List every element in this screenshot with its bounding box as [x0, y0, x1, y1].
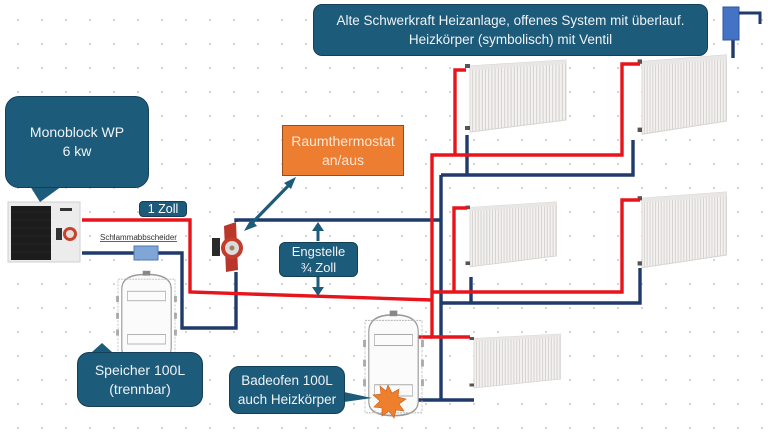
tank-icon: [115, 270, 178, 362]
circulation-pump-icon: [212, 222, 243, 272]
thermostat-mode: an/aus: [321, 151, 365, 168]
bottleneck-callout: Engstelle ¾ Zoll: [279, 242, 358, 277]
heat-pump-callout: Monoblock WP 6 kw: [5, 96, 149, 188]
title-line-1: Alte Schwerkraft Heizanlage, offenes Sys…: [336, 13, 685, 28]
expansion-tank-icon: [722, 6, 762, 41]
radiator-icon: [637, 54, 728, 135]
heat-pump-label: Monoblock WP: [29, 124, 125, 140]
bottleneck-label: Engstelle: [291, 243, 346, 259]
radiator-icon: [465, 201, 557, 268]
bottleneck-size: ¾ Zoll: [300, 259, 337, 275]
sludge-separator-icon: [133, 245, 159, 261]
thermostat-label: Raumthermostat: [291, 132, 395, 149]
pipe-size-tag: 1 Zoll: [139, 201, 187, 217]
double-arrow-icon: [244, 177, 296, 231]
flame-icon: [372, 384, 407, 419]
storage-tank-note: (trennbar): [109, 380, 171, 397]
room-thermostat-box: Raumthermostat an/aus: [282, 125, 404, 176]
radiator-icon: [637, 191, 728, 269]
bath-stove-note: auch Heizkörper: [237, 392, 337, 407]
double-arrow-icon: [312, 222, 324, 296]
heat-pump-icon: [7, 201, 81, 263]
storage-tank-label: Speicher 100L: [94, 361, 186, 378]
radiator-icon: [464, 59, 567, 133]
sludge-separator-label: Schlammabbscheider: [100, 233, 177, 242]
title-callout: Alte Schwerkraft Heizanlage, offenes Sys…: [313, 4, 708, 56]
storage-tank-callout: Speicher 100L (trennbar): [77, 352, 203, 407]
bath-stove-label: Badeofen 100L: [241, 373, 333, 388]
title-line-2: Heizkörper (symbolisch) mit Ventil: [408, 32, 613, 47]
radiator-icon: [469, 333, 561, 389]
bath-stove-callout: Badeofen 100L auch Heizkörper: [229, 366, 345, 414]
heat-pump-power: 6 kw: [62, 143, 92, 159]
